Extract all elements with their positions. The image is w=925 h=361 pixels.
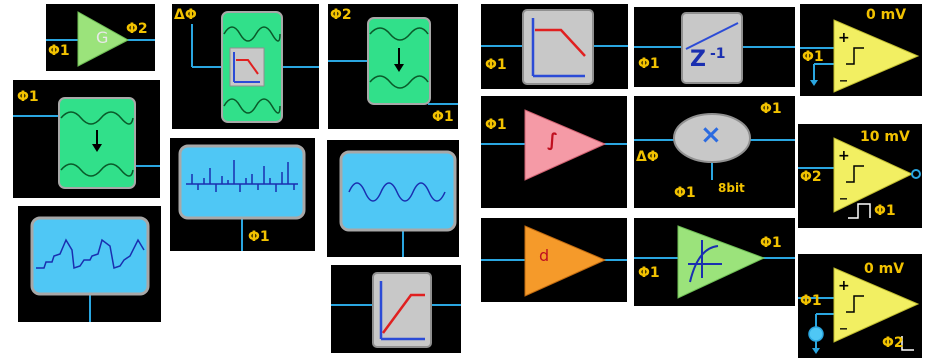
differentiator-graphic [481, 225, 627, 297]
delay-block-graphic [634, 12, 795, 84]
gain-output-label: Φ2 [126, 21, 148, 37]
lowpass-block-graphic [481, 9, 628, 85]
filter-right-bottom-label: Φ1 [432, 109, 454, 125]
filter-right-top-label: Φ2 [330, 7, 352, 23]
phase-filter-shift-graphic [191, 11, 319, 123]
lowpass-input-label: Φ1 [485, 57, 507, 73]
comparator-2-tile[interactable]: + _ 10 mV Φ2 Φ1 [798, 124, 922, 228]
invert-bubble-icon [911, 169, 921, 179]
saturating-amp-graphic [634, 225, 795, 299]
integrator-input-label: Φ1 [485, 117, 507, 133]
gain-input-label: Φ1 [48, 43, 70, 59]
comparator-triangle-icon [833, 267, 920, 343]
gain-amp-tile[interactable]: G Φ1 Φ2 [46, 4, 155, 71]
comparator-2-pulse-label: Φ1 [874, 203, 896, 219]
gain-symbol: G [96, 28, 109, 47]
filter-left-input-label: Φ1 [17, 89, 39, 105]
saturating-triangle-icon [677, 225, 766, 299]
multiplier-output-label: Φ1 [760, 101, 782, 117]
delay-z-symbol: Z [690, 47, 706, 72]
comparator-3-tile[interactable]: + _ 0 mV Φ1 Φ2 [798, 254, 922, 358]
saturating-output-label: Φ1 [760, 235, 782, 251]
amplifier-triangle-icon [77, 11, 130, 67]
svg-text:_: _ [840, 66, 847, 82]
multiplier-bits-label: 8bit [718, 181, 745, 195]
integral-symbol: ∫ [547, 130, 558, 151]
scope-spikes-graphic [178, 144, 306, 251]
multiply-symbol: × [700, 120, 722, 150]
comparator-3-input-label: Φ1 [800, 293, 822, 309]
comparator-1-threshold: 0 mV [866, 7, 907, 23]
probe-icon [808, 326, 824, 342]
integrator-triangle-icon [524, 109, 607, 181]
scope-sawtooth-graphic [30, 216, 150, 322]
delay-block-tile[interactable]: Z -1 Φ1 [634, 7, 795, 87]
comparator-3-graphic: + _ [798, 267, 920, 354]
filter-down-left-graphic [13, 97, 160, 189]
filter-down-left-tile[interactable]: Φ1 [13, 80, 160, 198]
differentiator-triangle-icon [524, 225, 607, 297]
phase-shift-label: ΔΦ [174, 7, 197, 23]
svg-text:+: + [838, 278, 850, 294]
saturating-input-label: Φ1 [638, 265, 660, 281]
comparator-1-graphic: + _ [800, 19, 920, 93]
comparator-1-tile[interactable]: + _ 0 mV Φ1 [800, 4, 922, 96]
filter-down-right-graphic [328, 17, 458, 105]
svg-text:_: _ [840, 314, 847, 330]
integrator-tile[interactable]: ∫ Φ1 [481, 96, 627, 208]
scope-spikes-output-label: Φ1 [248, 229, 270, 245]
ramp-block-graphic [331, 272, 461, 348]
comparator-1-input-label: Φ1 [802, 49, 824, 65]
comparator-2-graphic: + _ [798, 137, 921, 219]
svg-text:_: _ [840, 184, 847, 200]
ramp-block-tile[interactable] [331, 265, 461, 353]
scope-sine-graphic [339, 150, 457, 257]
scope-sine-tile[interactable] [327, 140, 459, 257]
gain-amp-graphic [46, 11, 155, 67]
comparator-3-threshold: 0 mV [864, 261, 905, 277]
arrow-down-icon [394, 64, 404, 72]
saturating-amp-tile[interactable]: Φ1 Φ1 [634, 218, 795, 306]
multiplier-bottom-label: Φ1 [674, 185, 696, 201]
comparator-triangle-icon [833, 137, 914, 213]
multiplier-tile[interactable]: × Φ1 ΔΦ Φ1 8bit [634, 96, 795, 208]
comparator-2-threshold: 10 mV [860, 129, 910, 145]
arrow-down-icon [92, 144, 102, 152]
comparator-triangle-icon [833, 19, 920, 93]
comparator-2-input-label: Φ2 [800, 169, 822, 185]
svg-text:+: + [838, 30, 850, 46]
multiplier-phase-label: ΔΦ [636, 149, 659, 165]
scope-spikes-tile[interactable]: Φ1 [170, 138, 315, 251]
multiplier-graphic [634, 113, 795, 180]
scope-sawtooth-tile[interactable] [18, 206, 161, 322]
phase-filter-shift-tile[interactable]: ΔΦ [172, 4, 319, 129]
delay-input-label: Φ1 [638, 56, 660, 72]
differentiator-tile[interactable]: d [481, 218, 627, 302]
delay-exponent: -1 [710, 46, 726, 62]
filter-down-right-tile[interactable]: Φ2 Φ1 [328, 4, 458, 129]
svg-text:+: + [838, 148, 850, 164]
integrator-graphic [481, 109, 627, 181]
comparator-3-pulse-label: Φ2 [882, 335, 904, 351]
lowpass-block-tile[interactable]: Φ1 [481, 4, 628, 89]
derivative-symbol: d [539, 246, 550, 265]
